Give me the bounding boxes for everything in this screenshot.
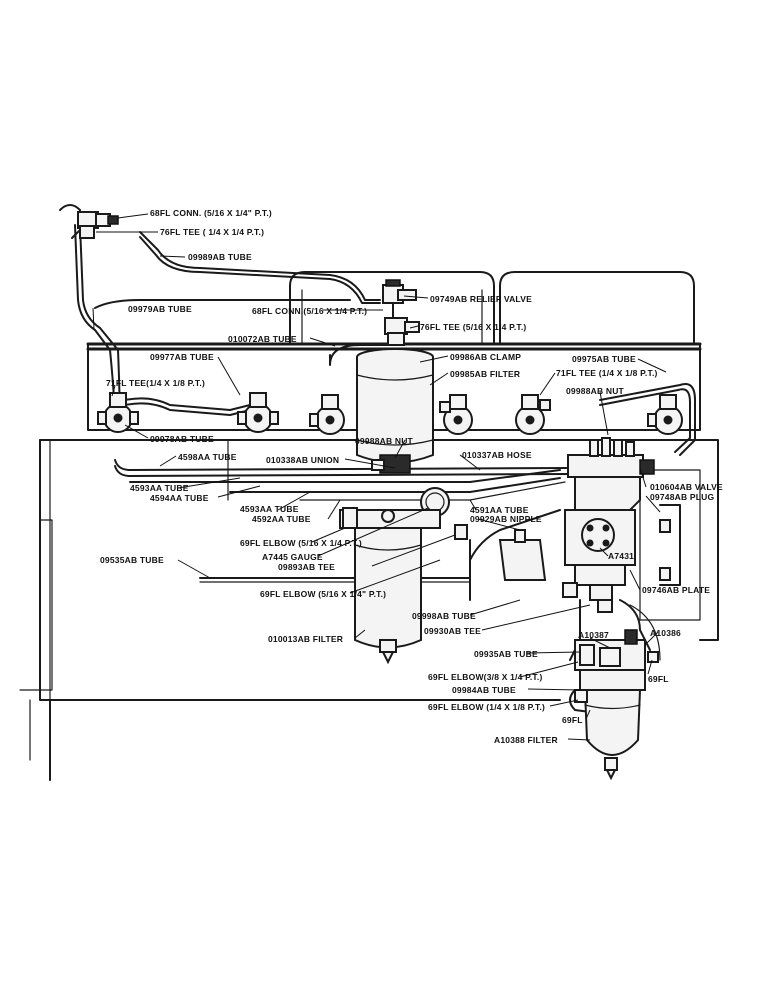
- gauge-assembly: [339, 487, 468, 540]
- label-010013ab-filter: 010013AB FILTER: [268, 634, 343, 644]
- label-4592aa-tube: 4592AA TUBE: [252, 514, 311, 524]
- label-68fl-conn-top: 68FL CONN. (5/16 X 1/4" P.T.): [150, 208, 272, 218]
- label-a10387: A10387: [578, 630, 609, 640]
- filter-010013ab: [354, 527, 422, 665]
- filter-a10388: [574, 629, 659, 781]
- label-4591aa-tube: 4591AA TUBE: [470, 505, 529, 515]
- main-filter: [356, 348, 434, 474]
- label-4593aa-tube-left: 4593AA TUBE: [130, 483, 189, 493]
- tube-runs: [74, 224, 696, 713]
- label-09989ab-tube: 09989AB TUBE: [188, 252, 252, 262]
- label-09748ab-plug: 09748AB PLUG: [650, 492, 714, 502]
- label-09979ab-tube: 09979AB TUBE: [128, 304, 192, 314]
- label-09985ab-filter: 09985AB FILTER: [450, 369, 520, 379]
- label-09893ab-tee: 09893AB TEE: [278, 562, 335, 572]
- label-71fl-tee-left: 71FL TEE(1/4 X 1/8 P.T.): [106, 378, 205, 388]
- block-fittings: [97, 392, 683, 435]
- label-09935ab-tube: 09935AB TUBE: [474, 649, 538, 659]
- label-4593aa-tube-center: 4593AA TUBE: [240, 504, 299, 514]
- label-09984ab-tube: 09984AB TUBE: [452, 685, 516, 695]
- part-labels: 68FL CONN. (5/16 X 1/4" P.T.) 76FL TEE (…: [100, 208, 723, 745]
- label-09535ab-tube: 09535AB TUBE: [100, 555, 164, 565]
- misc-fittings: [562, 519, 671, 613]
- label-09930ab-tee: 09930AB TEE: [424, 626, 481, 636]
- label-71fl-tee-right: 71FL TEE (1/4 X 1/8 P.T.): [556, 368, 658, 378]
- label-09978ab-tube: 09978AB TUBE: [150, 434, 214, 444]
- leader-lines: [92, 213, 667, 741]
- label-69fl-right: 69FL: [648, 674, 669, 684]
- label-09749ab-relief-valve: 09749AB RELIEF VALVE: [430, 294, 532, 304]
- tee-fitting-5: [515, 394, 551, 435]
- label-010338ab-union: 010338AB UNION: [266, 455, 339, 465]
- label-69fl-elbow-3-8: 69FL ELBOW(3/8 X 1/4 P.T.): [428, 672, 542, 682]
- top-left-connector: [59, 204, 119, 239]
- label-09977ab-tube: 09977AB TUBE: [150, 352, 214, 362]
- label-4598aa-tube: 4598AA TUBE: [178, 452, 237, 462]
- label-09746ab-plate: 09746AB PLATE: [642, 585, 710, 595]
- relief-valve-assembly: [382, 279, 420, 346]
- label-69fl-elbow-1-4: 69FL ELBOW (1/4 X 1/8 P.T.): [428, 702, 545, 712]
- label-09975ab-tube: 09975AB TUBE: [572, 354, 636, 364]
- label-76fl-tee-top: 76FL TEE ( 1/4 X 1/4 P.T.): [160, 227, 264, 237]
- label-a10388-filter: A10388 FILTER: [494, 735, 558, 745]
- tee-fitting-3: [309, 394, 345, 435]
- tee-fitting-2: [237, 392, 279, 433]
- tee-fitting-4: [439, 394, 473, 435]
- label-09986ab-clamp: 09986AB CLAMP: [450, 352, 521, 362]
- tee-fitting-6: [647, 394, 683, 435]
- pump-manifold: [498, 437, 655, 601]
- label-76fl-tee-mid: 76FL TEE (5/16 X 1/4 P.T.): [420, 322, 526, 332]
- label-09988ab-nut-right: 09988AB NUT: [566, 386, 625, 396]
- label-69fl-lower: 69FL: [562, 715, 583, 725]
- label-68fl-conn-mid: 68FL CONN.(5/16 X 1/4 P.T.): [252, 306, 367, 316]
- label-a7445-gauge: A7445 GAUGE: [262, 552, 323, 562]
- label-09988ab-nut-center: 09988AB NUT: [355, 436, 414, 446]
- label-09929ab-nipple: 09929AB NIPPLE: [470, 514, 542, 524]
- label-010337ab-hose: 010337AB HOSE: [462, 450, 532, 460]
- label-4594aa-tube: 4594AA TUBE: [150, 493, 209, 503]
- label-a7431: A7431: [608, 551, 634, 561]
- label-69fl-elbow-lower: 69FL ELBOW (5/16 X 1/4" P.T.): [260, 589, 386, 599]
- label-09998ab-tube: 09998AB TUBE: [412, 611, 476, 621]
- label-010072ab-tube: 010072AB TUBE: [228, 334, 297, 344]
- label-010604ab-valve: 010604AB VALVE: [650, 482, 723, 492]
- label-a10386: A10386: [650, 628, 681, 638]
- label-69fl-elbow-upper: 69FL ELBOW (5/16 X 1/4 P.T.): [240, 538, 362, 548]
